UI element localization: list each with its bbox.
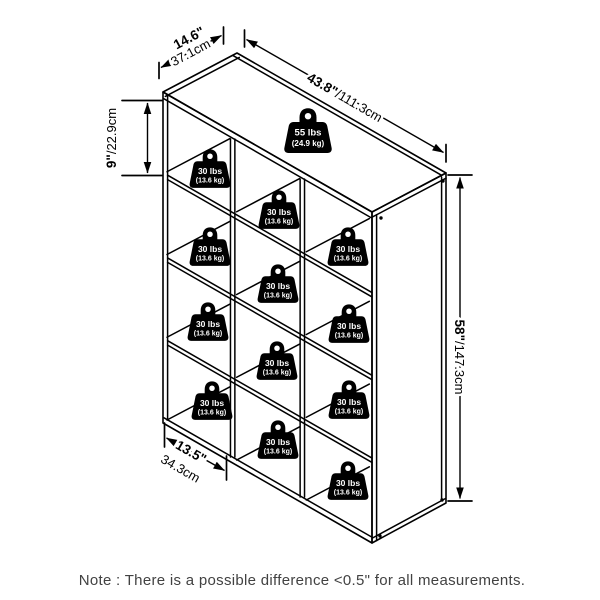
cube-floor-edge (166, 137, 231, 173)
cube-weight-icon: 30 lbs (13.6 kg) (258, 190, 300, 229)
cube-weight-icon: 30 lbs (13.6 kg) (189, 227, 231, 266)
cube-weight-icon: 30 lbs (13.6 kg) (327, 227, 369, 266)
measurement-note: Note : There is a possible difference <0… (79, 572, 526, 589)
top-weight-lbs: 55 lbs (295, 128, 322, 139)
dimension-opening-height: 9"/22.9cm (101, 99, 163, 177)
cube-weight-icon: 30 lbs (13.6 kg) (189, 149, 231, 188)
cube-weight-lbs: 30 lbs (336, 478, 360, 488)
cube-weights: 30 lbs (13.6 kg) 30 lbs (13.6 kg) 30 lbs (13.… (187, 149, 370, 500)
cube-weight-lbs: 30 lbs (198, 244, 222, 254)
cube-weight-kg: (13.6 kg) (334, 256, 362, 263)
cube-weight-icon: 30 lbs (13.6 kg) (187, 302, 229, 341)
cube-floor-edge (235, 177, 301, 213)
row-divider (166, 257, 373, 377)
cube-weight-kg: (13.6 kg) (196, 178, 224, 185)
cube-weight-icon: 30 lbs (13.6 kg) (257, 420, 299, 459)
cube-floor-edge (305, 217, 371, 253)
cube-weight-kg: (13.6 kg) (334, 490, 362, 497)
cube-weight-kg: (13.6 kg) (335, 333, 363, 340)
cube-weight-lbs: 30 lbs (337, 321, 361, 331)
cube-weight-kg: (13.6 kg) (198, 410, 226, 417)
row-divider (166, 178, 373, 298)
cam-hole-dots (378, 179, 445, 538)
cube-weight-icon: 30 lbs (13.6 kg) (327, 461, 369, 500)
cube-weight-kg: (13.6 kg) (264, 293, 292, 300)
top-weight-kg: (24.9 kg) (292, 139, 325, 148)
cube-weight-icon: 30 lbs (13.6 kg) (191, 381, 233, 420)
cube-weight-icon: 30 lbs (13.6 kg) (328, 304, 370, 343)
row-divider (166, 261, 373, 381)
cube-divider-lines (166, 138, 373, 498)
overall-height-label: 58"/147.3cm (453, 320, 468, 395)
cube-weight-kg: (13.6 kg) (194, 331, 222, 338)
cube-weight-kg: (13.6 kg) (196, 256, 224, 263)
shelf-side-face (371, 172, 447, 544)
cube-weight-icon: 30 lbs (13.6 kg) (257, 264, 299, 303)
cube-weight-lbs: 30 lbs (198, 166, 222, 176)
width-label: 43.8"/111.3cm (305, 69, 385, 124)
top-weight-icon: 55 lbs (24.9 kg) (284, 108, 332, 153)
cube-weight-lbs: 30 lbs (266, 281, 290, 291)
cube-weight-lbs: 30 lbs (267, 207, 291, 217)
cube-weight-kg: (13.6 kg) (264, 449, 292, 456)
cube-floor-edge (166, 220, 231, 256)
cube-weight-lbs: 30 lbs (337, 397, 361, 407)
opening-height-label: 9"/22.9cm (104, 108, 119, 168)
row-divider (166, 174, 373, 294)
cube-weight-icon: 30 lbs (13.6 kg) (256, 341, 298, 380)
cube-weight-lbs: 30 lbs (200, 398, 224, 408)
cube-weight-lbs: 30 lbs (266, 437, 290, 447)
cube-weight-icon: 30 lbs (13.6 kg) (328, 380, 370, 419)
cube-weight-lbs: 30 lbs (196, 319, 220, 329)
row-divider (166, 339, 373, 459)
dimension-width: 43.8"/111.3cm (243, 29, 447, 163)
row-divider (166, 344, 373, 464)
cube-weight-lbs: 30 lbs (336, 244, 360, 254)
cube-weight-lbs: 30 lbs (265, 358, 289, 368)
cube-weight-kg: (13.6 kg) (265, 219, 293, 226)
cube-weight-kg: (13.6 kg) (335, 409, 363, 416)
cube-weight-kg: (13.6 kg) (263, 370, 291, 377)
dimension-overall-height: 58"/147.3cm (447, 174, 473, 502)
cube-interior-diagonals (166, 137, 371, 501)
